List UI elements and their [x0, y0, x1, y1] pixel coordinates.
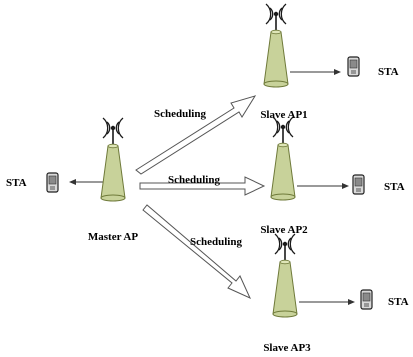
sta3-phone-icon: [360, 289, 373, 310]
sta1-label: STA: [378, 66, 399, 78]
sta3-label: STA: [388, 296, 409, 308]
link-ap3-sta: [299, 299, 355, 305]
slave-ap1-label: Slave AP1: [260, 109, 307, 121]
scheduling-label-ap1: Scheduling: [154, 108, 206, 120]
sta2-label: STA: [384, 181, 405, 193]
link-master-sta: [69, 179, 104, 185]
master-ap-label: Master AP: [88, 231, 138, 243]
link-ap1-sta: [290, 69, 341, 75]
sta-left-phone-icon: [46, 172, 59, 193]
sta2-phone-icon: [352, 174, 365, 195]
link-ap2-sta: [297, 183, 349, 189]
slave-ap2-icon: [270, 116, 296, 201]
scheduling-label-ap3: Scheduling: [190, 236, 242, 248]
scheduling-arrow-ap1: [135, 95, 257, 175]
slave-ap2-label: Slave AP2: [260, 224, 308, 236]
sta-left-label: STA: [6, 177, 27, 189]
slave-ap3-icon: [272, 233, 298, 318]
slave-ap3-label: Slave AP3: [263, 342, 311, 354]
scheduling-arrow-ap2: [139, 176, 266, 196]
scheduling-arrow-ap3: [142, 204, 252, 300]
master-ap-icon: [100, 117, 126, 202]
sta1-phone-icon: [347, 56, 360, 77]
scheduling-label-ap2: Scheduling: [168, 174, 220, 186]
slave-ap1-icon: [263, 3, 289, 88]
